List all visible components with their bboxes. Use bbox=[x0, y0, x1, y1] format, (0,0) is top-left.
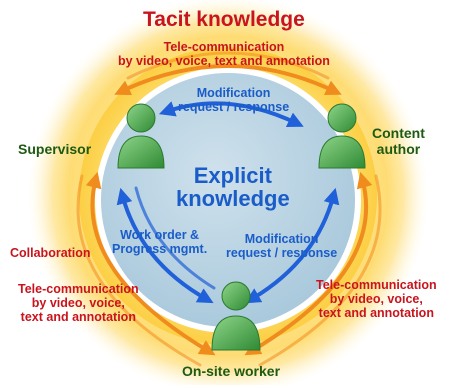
orange-arrow-right bbox=[244, 171, 373, 356]
explicit-top-line1: Modification bbox=[196, 86, 271, 100]
center-line1: Explicit bbox=[193, 163, 272, 188]
tacit-top-line2: by video, voice, text and annotation bbox=[118, 54, 330, 68]
explicit-right-line2: request / response bbox=[226, 246, 338, 260]
actor-content-author-line1: Content bbox=[372, 125, 425, 141]
orange-arrows bbox=[76, 51, 382, 367]
explicit-top-line2: request / response bbox=[178, 100, 290, 114]
blue-arrow-left-2 bbox=[134, 186, 216, 290]
blue-arrow-left bbox=[116, 187, 214, 304]
tacit-right-line1: Tele-communication bbox=[316, 278, 437, 292]
blue-arrow-right bbox=[244, 187, 340, 304]
tacit-label-left: Tele-communication by video, voice, text… bbox=[18, 282, 139, 324]
explicit-label-top: Modification request / response bbox=[178, 86, 289, 114]
orange-arrow-left bbox=[85, 171, 216, 356]
orange-arrow-top bbox=[114, 64, 342, 96]
center-label: Explicit knowledge bbox=[176, 164, 290, 210]
explicit-right-line1: Modification bbox=[244, 232, 319, 246]
tacit-left-line2: by video, voice, bbox=[31, 296, 125, 310]
explicit-label-left: Work order & Progress mgmt. bbox=[112, 228, 207, 256]
orange-arrow-top-2 bbox=[126, 51, 330, 80]
actor-content-author: Content author bbox=[372, 125, 425, 157]
blue-arrows bbox=[116, 101, 340, 304]
person-icon-supervisor bbox=[117, 103, 165, 169]
center-line2: knowledge bbox=[176, 186, 290, 212]
tacit-top-line1: Tele-communication bbox=[163, 40, 285, 54]
tacit-left-line1: Tele-communication bbox=[18, 282, 139, 296]
explicit-left-line2: Progress mgmt. bbox=[112, 242, 208, 256]
tacit-label-right: Tele-communication by video, voice, text… bbox=[316, 278, 437, 320]
tacit-right-line2: by video, voice, bbox=[329, 292, 423, 306]
tacit-right-line3: text and annotation bbox=[318, 306, 434, 320]
actor-supervisor: Supervisor bbox=[18, 141, 92, 157]
tacit-left-line3: text and annotation bbox=[20, 310, 136, 324]
glow-ring bbox=[53, 21, 403, 371]
orange-arrow-right-2 bbox=[258, 174, 382, 367]
explicit-label-right: Modification request / response bbox=[226, 232, 337, 260]
tacit-label-collaboration: Collaboration bbox=[10, 246, 91, 260]
person-icon-content-author bbox=[318, 103, 366, 169]
actor-content-author-line2: author bbox=[376, 140, 421, 157]
orange-arrow-left-2 bbox=[76, 174, 202, 367]
diagram-title: Tacit knowledge bbox=[143, 8, 305, 31]
tacit-label-top: Tele-communication by video, voice, text… bbox=[118, 40, 330, 68]
person-icon-onsite-worker bbox=[211, 281, 261, 351]
explicit-left-line1: Work order & bbox=[120, 228, 200, 242]
blue-arrow-top bbox=[158, 101, 304, 128]
actor-onsite-worker: On-site worker bbox=[182, 363, 281, 379]
